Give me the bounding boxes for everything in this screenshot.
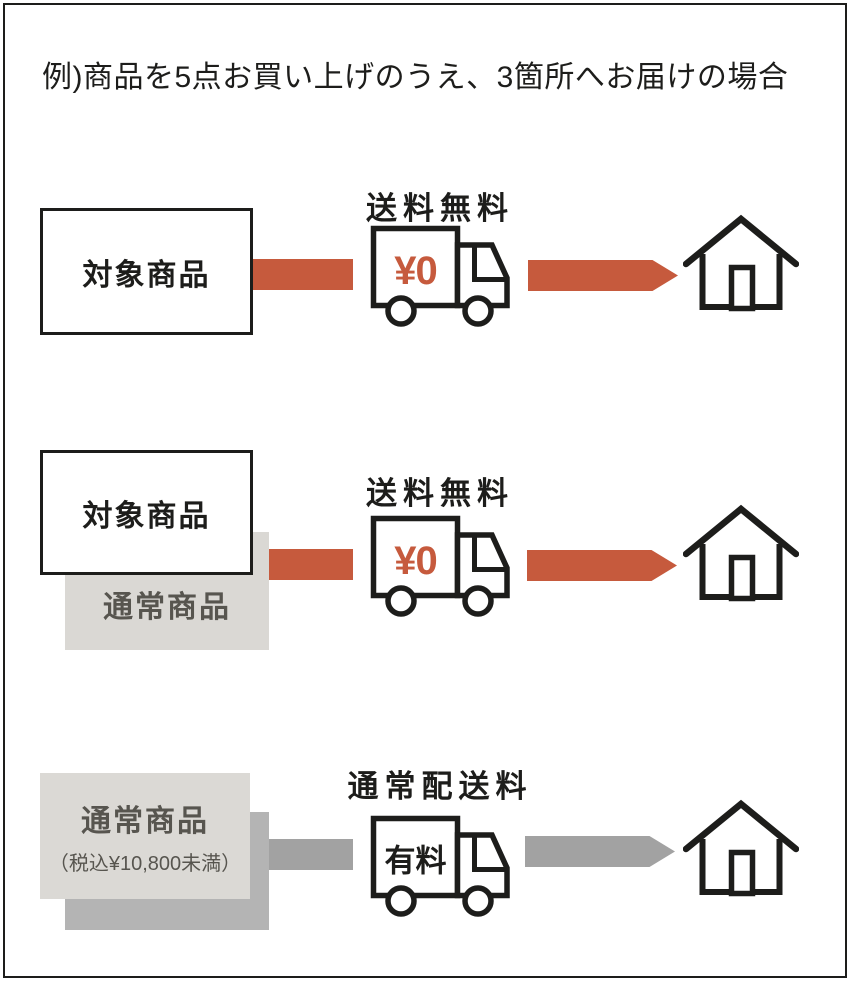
product-box-label: 対象商品 bbox=[82, 499, 211, 533]
shipping-status-label: 通常配送料 bbox=[347, 769, 533, 804]
product-box-regular: 通常商品 （税込¥10,800未満） bbox=[40, 773, 250, 899]
flow-arrow bbox=[527, 550, 677, 581]
flow-connector bbox=[268, 549, 353, 580]
flow-connector bbox=[253, 259, 353, 290]
truck-fee-label: ¥0 bbox=[394, 249, 437, 293]
product-box-eligible-1: 対象商品 bbox=[40, 208, 253, 335]
flow-arrow bbox=[525, 836, 675, 867]
truck-icon: ¥0 bbox=[370, 225, 510, 327]
example-title: 例)商品を5点お買い上げのうえ、3箇所へお届けの場合 bbox=[42, 61, 789, 94]
product-box-label: 通常商品 bbox=[81, 805, 209, 838]
shipping-status-label: 送料無料 bbox=[366, 191, 514, 226]
truck-icon: 有料 bbox=[370, 815, 510, 917]
flow-arrow bbox=[528, 260, 678, 291]
house-icon bbox=[683, 504, 799, 602]
truck-fee-label: ¥0 bbox=[394, 539, 437, 583]
truck-fee-label: 有料 bbox=[385, 844, 447, 879]
ghost-product-label: 通常商品 bbox=[103, 591, 231, 624]
product-box-label: 対象商品 bbox=[82, 258, 211, 292]
product-box-eligible-2: 対象商品 bbox=[40, 450, 253, 575]
house-icon bbox=[683, 799, 799, 897]
house-icon bbox=[683, 214, 799, 312]
product-box-sublabel: （税込¥10,800未満） bbox=[48, 853, 242, 875]
truck-icon: ¥0 bbox=[370, 515, 510, 617]
flow-connector bbox=[268, 839, 353, 870]
shipping-status-label: 送料無料 bbox=[366, 476, 514, 511]
